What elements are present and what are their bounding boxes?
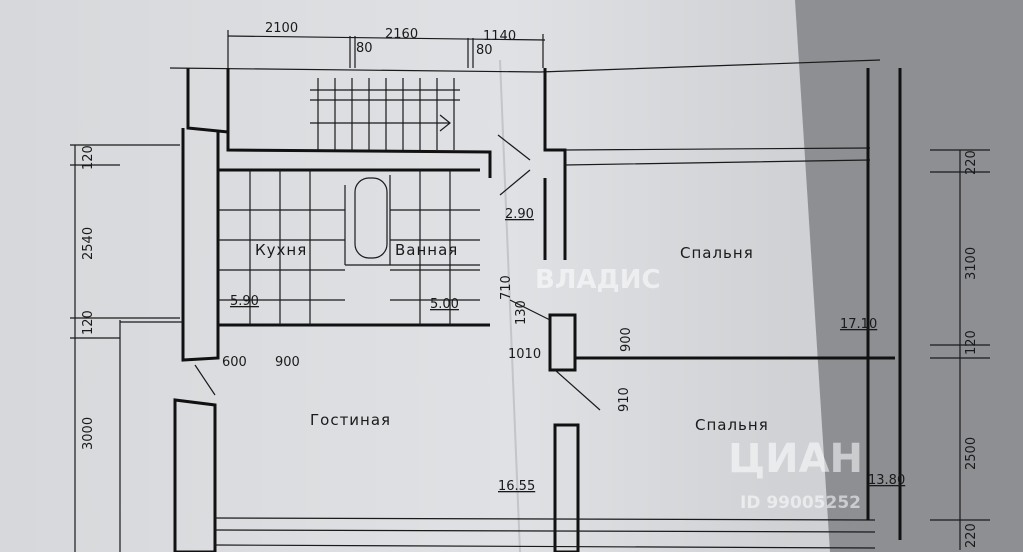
dim-door-6: 910 (617, 387, 632, 412)
room-area: 17.10 (840, 317, 877, 332)
room-area: 5.00 (430, 297, 459, 312)
dim-top-2: 2160 (385, 27, 418, 42)
dim-top-1: 80 (356, 41, 373, 56)
dim-door-4: 1010 (508, 347, 541, 362)
dim-left-2: 120 (81, 310, 96, 335)
dim-right-0: 220 (964, 150, 979, 175)
dim-top-0: 2100 (265, 21, 298, 36)
dim-door-3: 130 (514, 300, 529, 325)
room-bathroom: Ванная 5.00 (395, 241, 459, 312)
room-name: Спальня (680, 244, 754, 262)
room-name: Ванная (395, 241, 458, 259)
vladis-watermark: ВЛАДИС (535, 265, 661, 295)
staircase (310, 78, 460, 150)
dim-top-3: 1140 (483, 29, 516, 44)
room-name: Гостиная (310, 411, 391, 429)
room-kitchen: Кухня 5.90 (230, 241, 307, 309)
dim-door-2: 710 (499, 275, 514, 300)
bathtub (354, 177, 388, 259)
dim-left-3: 3000 (81, 417, 96, 450)
doors (194, 134, 601, 411)
door-dimensions: 600 900 710 130 1010 900 910 (222, 275, 634, 412)
room-area: 13.80 (868, 473, 905, 488)
dim-door-5: 900 (619, 327, 634, 352)
walls (119, 59, 902, 552)
dim-right-4: 220 (964, 523, 979, 548)
cian-watermark: ЦИАН (728, 436, 863, 482)
dim-right-2: 120 (964, 330, 979, 355)
dim-left-1: 2540 (81, 227, 96, 260)
room-name: Кухня (255, 241, 307, 259)
top-dimensions: 2100 80 2160 1140 80 (227, 21, 546, 70)
dim-top-4: 80 (476, 43, 493, 58)
paper-fold (499, 59, 521, 552)
room-area: 5.90 (230, 294, 259, 309)
cian-id-watermark: ID 99005252 (740, 493, 861, 513)
right-dimensions: 220 3100 120 2500 220 (930, 149, 990, 550)
room-area: 2.90 (505, 207, 534, 222)
shadow-region (795, 0, 1023, 552)
room-bedroom-2: Спальня 13.80 (695, 416, 905, 488)
room-hall: 2.90 (505, 207, 534, 222)
room-bedroom-1: Спальня 17.10 (680, 244, 877, 332)
room-living: Гостиная 16.55 (310, 411, 535, 494)
dim-right-3: 2500 (964, 437, 979, 470)
left-dimensions: 120 2540 120 3000 (70, 144, 180, 552)
room-area: 16.55 (498, 479, 535, 494)
dim-left-0: 120 (81, 145, 96, 170)
dim-right-1: 3100 (964, 247, 979, 280)
dim-door-1: 900 (275, 355, 300, 370)
kitchen-grid (218, 170, 480, 325)
room-name: Спальня (695, 416, 769, 434)
dim-door-0: 600 (222, 355, 247, 370)
